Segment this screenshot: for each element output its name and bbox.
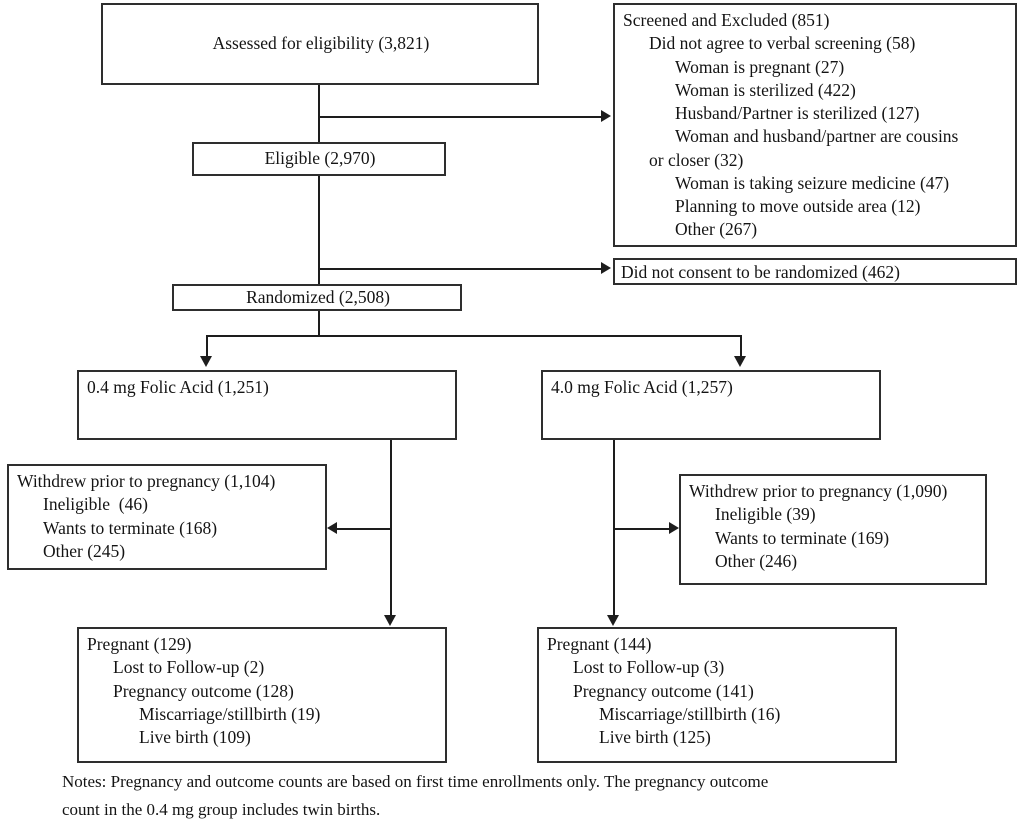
box-randomized: Randomized (2,508) — [172, 284, 462, 311]
arrowhead-to-screened-excluded — [601, 110, 611, 122]
box-pregnant-low-lines: Pregnant (129) Lost to Follow-up (2)Pregn… — [87, 633, 439, 749]
box-assessed-lines: Assessed for eligibility (3,821) — [213, 32, 430, 55]
box-text-line: 4.0 mg Folic Acid (1,257) — [551, 377, 733, 397]
box-text-line: Other (246) — [715, 550, 798, 571]
box-text-line: Woman is taking seizure medicine (47) — [675, 172, 950, 193]
box-arm-low-lines: 0.4 mg Folic Acid (1,251) — [87, 376, 449, 399]
box-text-line: Ineligible (39) — [715, 504, 816, 525]
box-text-line: Live birth (125) — [599, 727, 711, 748]
box-text-line: Miscarriage/stillbirth (19) — [139, 703, 321, 724]
arrowhead-to-withdrew-high — [669, 522, 679, 534]
arrowhead-to-withdrew-low — [327, 522, 337, 534]
box-text-line: Other (267) — [675, 219, 758, 240]
box-withdrew-high-arm: Withdrew prior to pregnancy (1,090) Ineli… — [679, 474, 987, 585]
box-assessed-for-eligibility: Assessed for eligibility (3,821) — [101, 3, 539, 85]
box-text-line: Husband/Partner is sterilized (127) — [675, 103, 920, 124]
figure-notes-line-1: Notes: Pregnancy and outcome counts are … — [62, 772, 769, 791]
box-text-line: Pregnancy outcome (141) — [573, 680, 754, 701]
connector-split-to-arm-low — [206, 335, 208, 357]
box-text-line: Withdrew prior to pregnancy (1,090) — [689, 481, 948, 501]
box-text-line: Randomized (2,508) — [246, 286, 390, 307]
box-text-line: Miscarriage/stillbirth (16) — [599, 703, 781, 724]
connector-assessed-to-eligible — [318, 85, 320, 142]
box-text-line: Eligible (2,970) — [264, 148, 376, 169]
box-text-line: Wants to terminate (168) — [43, 517, 218, 538]
box-arm-0-4mg-folic-acid: 0.4 mg Folic Acid (1,251) — [77, 370, 457, 440]
arrowhead-to-pregnant-high — [607, 615, 619, 626]
box-text-line: 0.4 mg Folic Acid (1,251) — [87, 377, 269, 397]
box-randomized-lines: Randomized (2,508) — [246, 286, 390, 309]
box-did-not-consent: Did not consent to be randomized (462) — [613, 258, 1017, 285]
box-text-line: Wants to terminate (169) — [715, 527, 890, 548]
connector-eligible-to-randomized — [318, 176, 320, 284]
box-text-line: Pregnancy outcome (128) — [113, 680, 294, 701]
box-text-line: Lost to Follow-up (2) — [113, 657, 265, 678]
box-arm-4-0mg-folic-acid: 4.0 mg Folic Acid (1,257) — [541, 370, 881, 440]
box-screened-and-excluded: Screened and Excluded (851) Did not agree… — [613, 3, 1017, 247]
box-text-line: Planning to move outside area (12) — [675, 196, 921, 217]
connector-arm-low-to-pregnant-low — [390, 440, 392, 616]
arrowhead-to-did-not-consent — [601, 262, 611, 274]
box-text-line: Withdrew prior to pregnancy (1,104) — [17, 471, 276, 491]
box-arm-high-lines: 4.0 mg Folic Acid (1,257) — [551, 376, 873, 399]
connector-randomization-split-bar — [206, 335, 742, 337]
box-pregnant-high-lines: Pregnant (144) Lost to Follow-up (3)Pregn… — [547, 633, 889, 749]
box-did-not-consent-lines: Did not consent to be randomized (462) — [621, 261, 1011, 284]
box-withdrew-low-lines: Withdrew prior to pregnancy (1,104) Ineli… — [17, 470, 319, 563]
box-pregnant-high-arm: Pregnant (144) Lost to Follow-up (3)Pregn… — [537, 627, 897, 763]
connector-randomized-to-split — [318, 311, 320, 336]
box-eligible: Eligible (2,970) — [192, 142, 446, 176]
box-text-line: Woman is sterilized (422) — [675, 79, 856, 100]
connector-to-did-not-consent — [318, 268, 601, 270]
box-eligible-lines: Eligible (2,970) — [265, 147, 376, 170]
connector-arm-high-to-withdrew-high — [614, 528, 669, 530]
box-text-line: Other (245) — [43, 540, 126, 561]
box-text-line: Woman and husband/partner are cousins — [675, 126, 959, 147]
box-text-line: Woman is pregnant (27) — [675, 56, 845, 77]
box-text-line: Lost to Follow-up (3) — [573, 657, 725, 678]
box-text-line: Screened and Excluded (851) — [623, 10, 830, 30]
box-text-line: Pregnant (129) — [87, 634, 192, 654]
arrowhead-to-arm-low — [200, 356, 212, 367]
figure-notes-line-2: count in the 0.4 mg group includes twin … — [62, 799, 381, 819]
box-pregnant-low-arm: Pregnant (129) Lost to Follow-up (2)Pregn… — [77, 627, 447, 763]
box-text-line: Assessed for eligibility (3,821) — [212, 33, 430, 54]
box-text-line: or closer (32) — [649, 149, 744, 170]
box-text-line: Did not agree to verbal screening (58) — [649, 33, 916, 54]
box-withdrew-low-arm: Withdrew prior to pregnancy (1,104) Ineli… — [7, 464, 327, 570]
arrowhead-to-pregnant-low — [384, 615, 396, 626]
figure-notes: Notes: Pregnancy and outcome counts are … — [62, 768, 1002, 823]
connector-to-screened-excluded — [318, 116, 603, 118]
connector-split-to-arm-high — [740, 335, 742, 357]
box-text-line: Live birth (109) — [139, 727, 251, 748]
connector-arm-low-to-withdrew-low — [337, 528, 391, 530]
box-text-line: Ineligible (46) — [43, 494, 148, 515]
box-text-line: Pregnant (144) — [547, 634, 652, 654]
box-text-line: Did not consent to be randomized (462) — [621, 262, 900, 282]
box-withdrew-high-lines: Withdrew prior to pregnancy (1,090) Ineli… — [689, 480, 979, 573]
arrowhead-to-arm-high — [734, 356, 746, 367]
box-screened-excluded-lines: Screened and Excluded (851) Did not agree… — [623, 9, 1009, 242]
